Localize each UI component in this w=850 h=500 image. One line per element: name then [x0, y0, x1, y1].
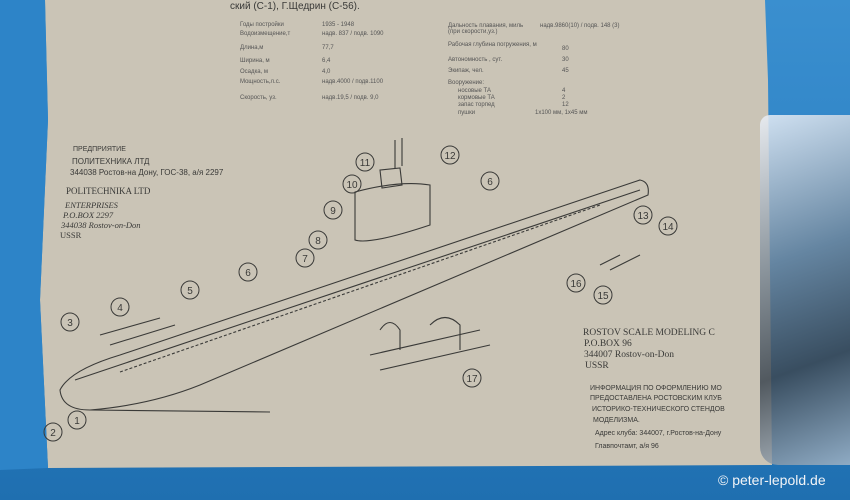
svg-text:11: 11	[360, 158, 371, 169]
header-fragment: ский (С-1), Г.Щедрин (С-56).	[230, 1, 360, 12]
svg-text:17: 17	[466, 374, 478, 385]
svg-text:15: 15	[597, 291, 609, 302]
svg-text:4: 4	[117, 303, 123, 314]
svg-text:14: 14	[662, 222, 674, 233]
svg-text:12: 12	[444, 151, 456, 162]
svg-text:13: 13	[637, 211, 649, 222]
svg-text:5: 5	[187, 286, 193, 297]
svg-text:6: 6	[245, 268, 251, 279]
svg-text:16: 16	[570, 279, 582, 290]
svg-text:7: 7	[302, 254, 308, 265]
submarine-drawing	[59, 138, 649, 413]
watermark: © peter-lepold.de	[718, 472, 826, 488]
svg-text:1: 1	[74, 416, 80, 427]
svg-text:6: 6	[487, 177, 493, 188]
svg-text:9: 9	[330, 206, 336, 217]
plastic-parts-bag	[760, 115, 850, 465]
svg-text:2: 2	[50, 428, 56, 439]
svg-text:8: 8	[315, 236, 321, 247]
svg-text:3: 3	[67, 318, 73, 329]
svg-text:10: 10	[346, 180, 358, 191]
